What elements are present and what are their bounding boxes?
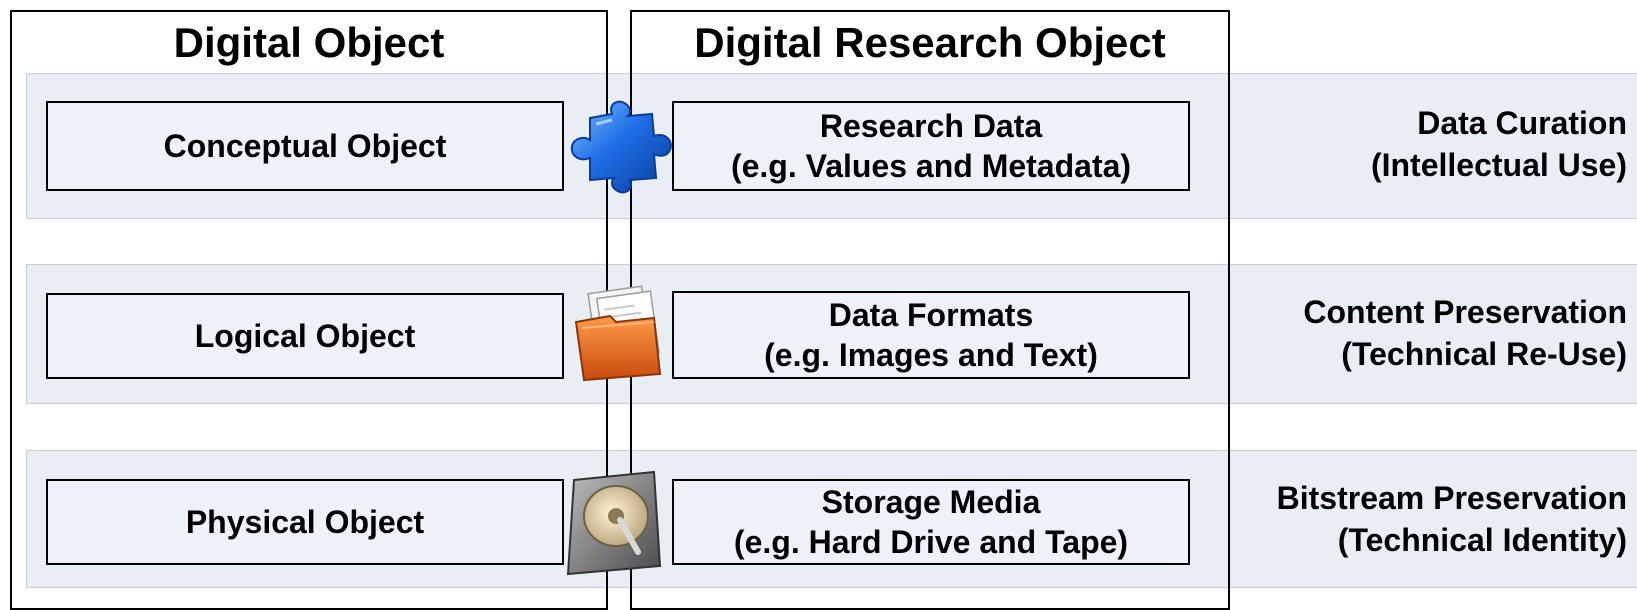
- storage-media-title: Storage Media: [821, 484, 1041, 520]
- storage-media-box: Storage Media (e.g. Hard Drive and Tape): [672, 479, 1190, 565]
- bitstream-preservation-label: Bitstream Preservation (Technical Identi…: [1277, 477, 1627, 561]
- physical-object-box: Physical Object: [46, 479, 564, 565]
- research-data-example: (e.g. Values and Metadata): [730, 148, 1132, 184]
- data-curation-subtitle: (Intellectual Use): [1370, 147, 1627, 183]
- bitstream-preservation-subtitle: (Technical Identity): [1337, 522, 1627, 558]
- hard-drive-icon: [566, 470, 662, 576]
- digital-object-title: Digital Object: [173, 19, 445, 66]
- folder-icon: [574, 285, 662, 382]
- content-preservation-subtitle: (Technical Re-Use): [1341, 336, 1627, 372]
- research-data-title: Research Data: [819, 108, 1043, 144]
- data-formats-title: Data Formats: [828, 297, 1034, 333]
- puzzle-piece-icon: [570, 100, 672, 194]
- content-preservation-label: Content Preservation (Technical Re-Use): [1303, 291, 1627, 375]
- conceptual-object-label: Conceptual Object: [163, 128, 447, 164]
- content-preservation-title: Content Preservation: [1303, 294, 1627, 330]
- logical-object-box: Logical Object: [46, 293, 564, 379]
- data-formats-example: (e.g. Images and Text): [764, 337, 1098, 373]
- research-data-box: Research Data (e.g. Values and Metadata): [672, 101, 1190, 191]
- data-curation-label: Data Curation (Intellectual Use): [1371, 102, 1627, 186]
- bitstream-preservation-title: Bitstream Preservation: [1276, 480, 1627, 516]
- physical-object-label: Physical Object: [185, 504, 425, 540]
- data-formats-box: Data Formats (e.g. Images and Text): [672, 291, 1190, 379]
- data-curation-title: Data Curation: [1417, 105, 1627, 141]
- digital-research-object-title: Digital Research Object: [694, 19, 1166, 66]
- conceptual-object-box: Conceptual Object: [46, 101, 564, 191]
- storage-media-example: (e.g. Hard Drive and Tape): [733, 524, 1129, 560]
- logical-object-label: Logical Object: [194, 318, 416, 354]
